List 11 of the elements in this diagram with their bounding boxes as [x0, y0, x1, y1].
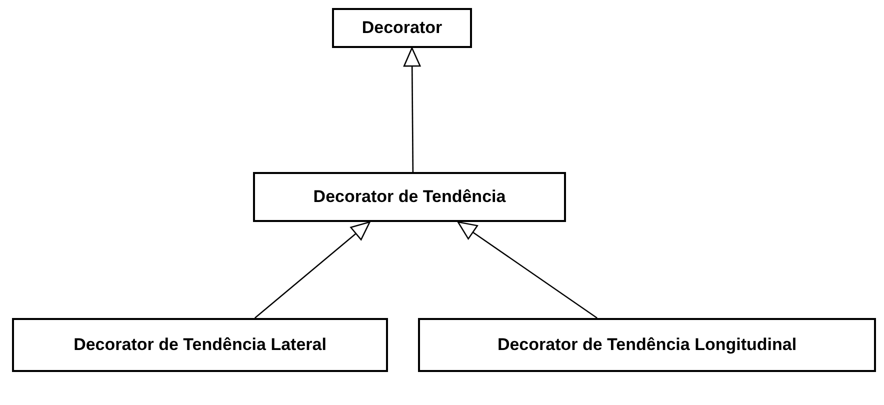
inheritance-arrow — [457, 221, 598, 319]
class-name: Decorator de Tendência Lateral — [74, 335, 326, 355]
class-box — [418, 318, 876, 372]
class-name: Decorator de Tendência — [313, 187, 506, 207]
inheritance-arrow — [403, 47, 421, 172]
class-box — [332, 8, 472, 48]
class-box — [12, 318, 388, 372]
class-box — [253, 172, 566, 222]
class-name: Decorator — [362, 18, 442, 38]
class-name: Decorator de Tendência Longitudinal — [497, 335, 797, 355]
inheritance-arrow — [254, 221, 370, 318]
